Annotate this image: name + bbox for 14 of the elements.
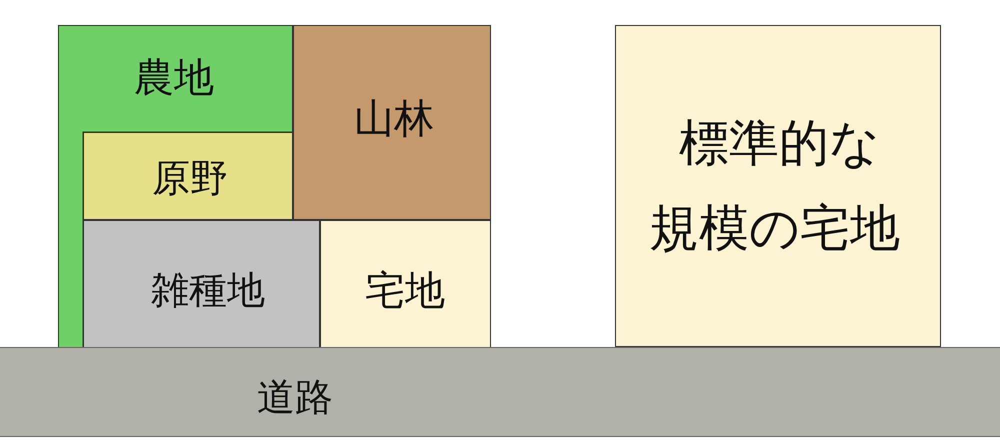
misc-land-plot xyxy=(83,220,320,348)
standard-residential-plot xyxy=(615,25,941,347)
residential-plot xyxy=(320,220,491,348)
wild-land-plot xyxy=(83,132,293,220)
road-label: 道路 xyxy=(257,375,333,421)
plot-label: 宅地 xyxy=(365,267,445,315)
plot-label: 農地 xyxy=(134,54,214,102)
plot-label: 山林 xyxy=(354,95,434,143)
farmland-plot xyxy=(58,25,293,348)
forest-plot xyxy=(293,25,491,220)
plot-label: 標準的な規模の宅地 xyxy=(649,113,901,259)
plot-label: 雑種地 xyxy=(151,268,265,314)
road-band xyxy=(0,347,1000,437)
plot-label: 原野 xyxy=(152,156,228,202)
